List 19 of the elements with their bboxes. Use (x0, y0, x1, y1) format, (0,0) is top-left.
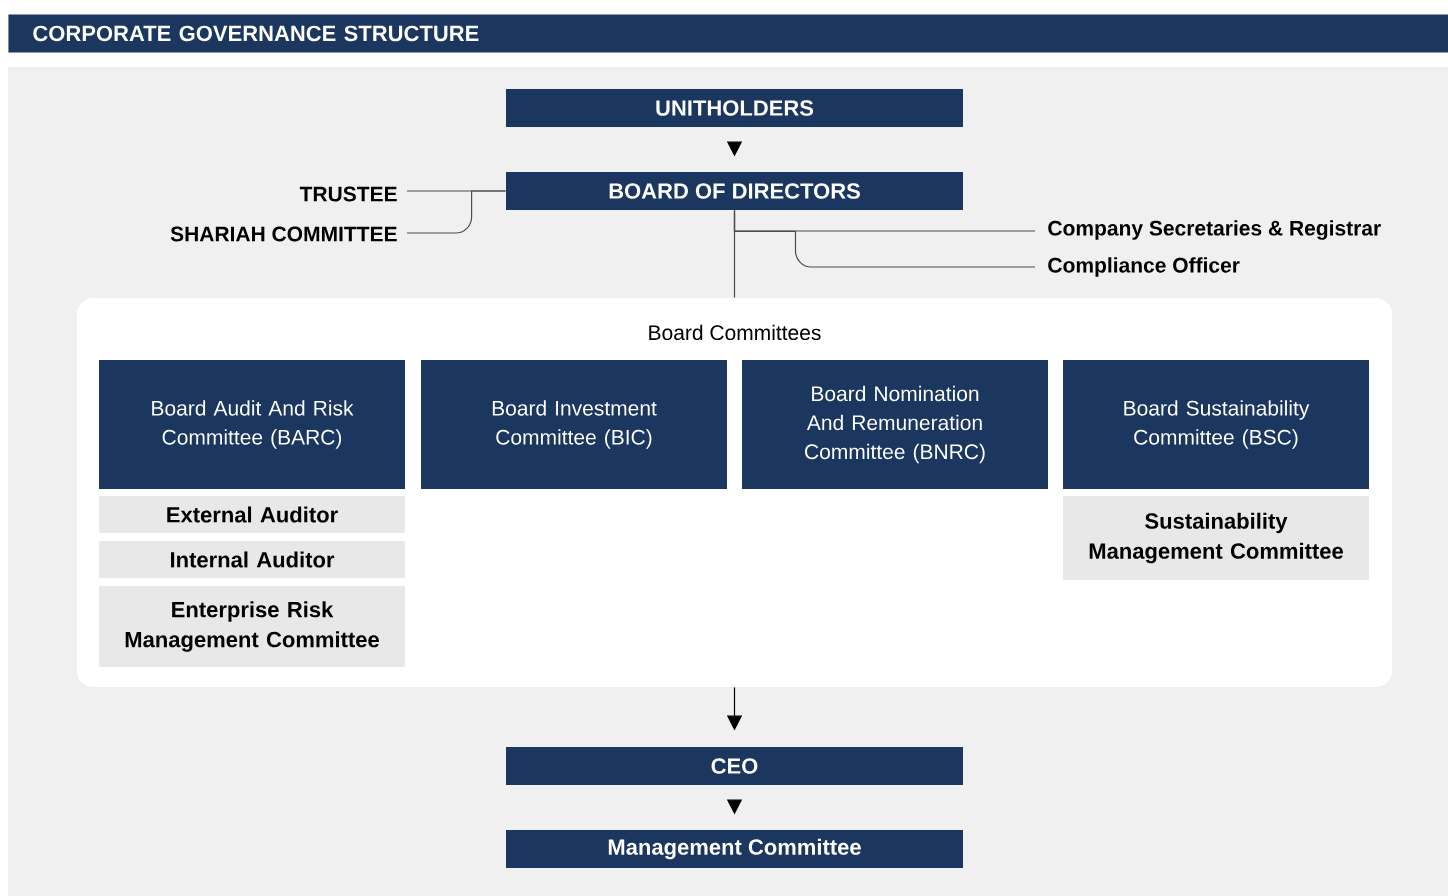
sub-committee-box: Sustainability Management Committee (1063, 496, 1369, 580)
org-box: CEO (506, 747, 963, 785)
committee-box: Board Investment Committee (BIC) (421, 360, 727, 489)
committee-box: Board Sustainability Committee (BSC) (1063, 360, 1369, 489)
title-banner: CORPORATE GOVERNANCE STRUCTURE (8, 14, 1448, 53)
sub-committee-box: Internal Auditor (99, 541, 405, 578)
org-label: Compliance Officer (1048, 257, 1240, 277)
org-label: TRUSTEE (299, 186, 397, 202)
org-box: UNITHOLDERS (506, 89, 963, 127)
org-box: BOARD OF DIRECTORS (506, 172, 963, 210)
org-box: Management Committee (506, 830, 963, 868)
committee-box: Board Audit And Risk Committee (BARC) (99, 360, 405, 489)
sub-committee-box: Enterprise Risk Management Committee (99, 586, 405, 667)
org-label: Company Secretaries & Registrar (1048, 220, 1381, 240)
connector-line (733, 209, 736, 299)
connector-line (406, 190, 507, 234)
org-label: SHARIAH COMMITTEE (170, 226, 397, 242)
committee-box: Board Nomination And Remuneration Committee (BNRC) (742, 360, 1048, 489)
sub-committee-box: External Auditor (99, 496, 405, 533)
